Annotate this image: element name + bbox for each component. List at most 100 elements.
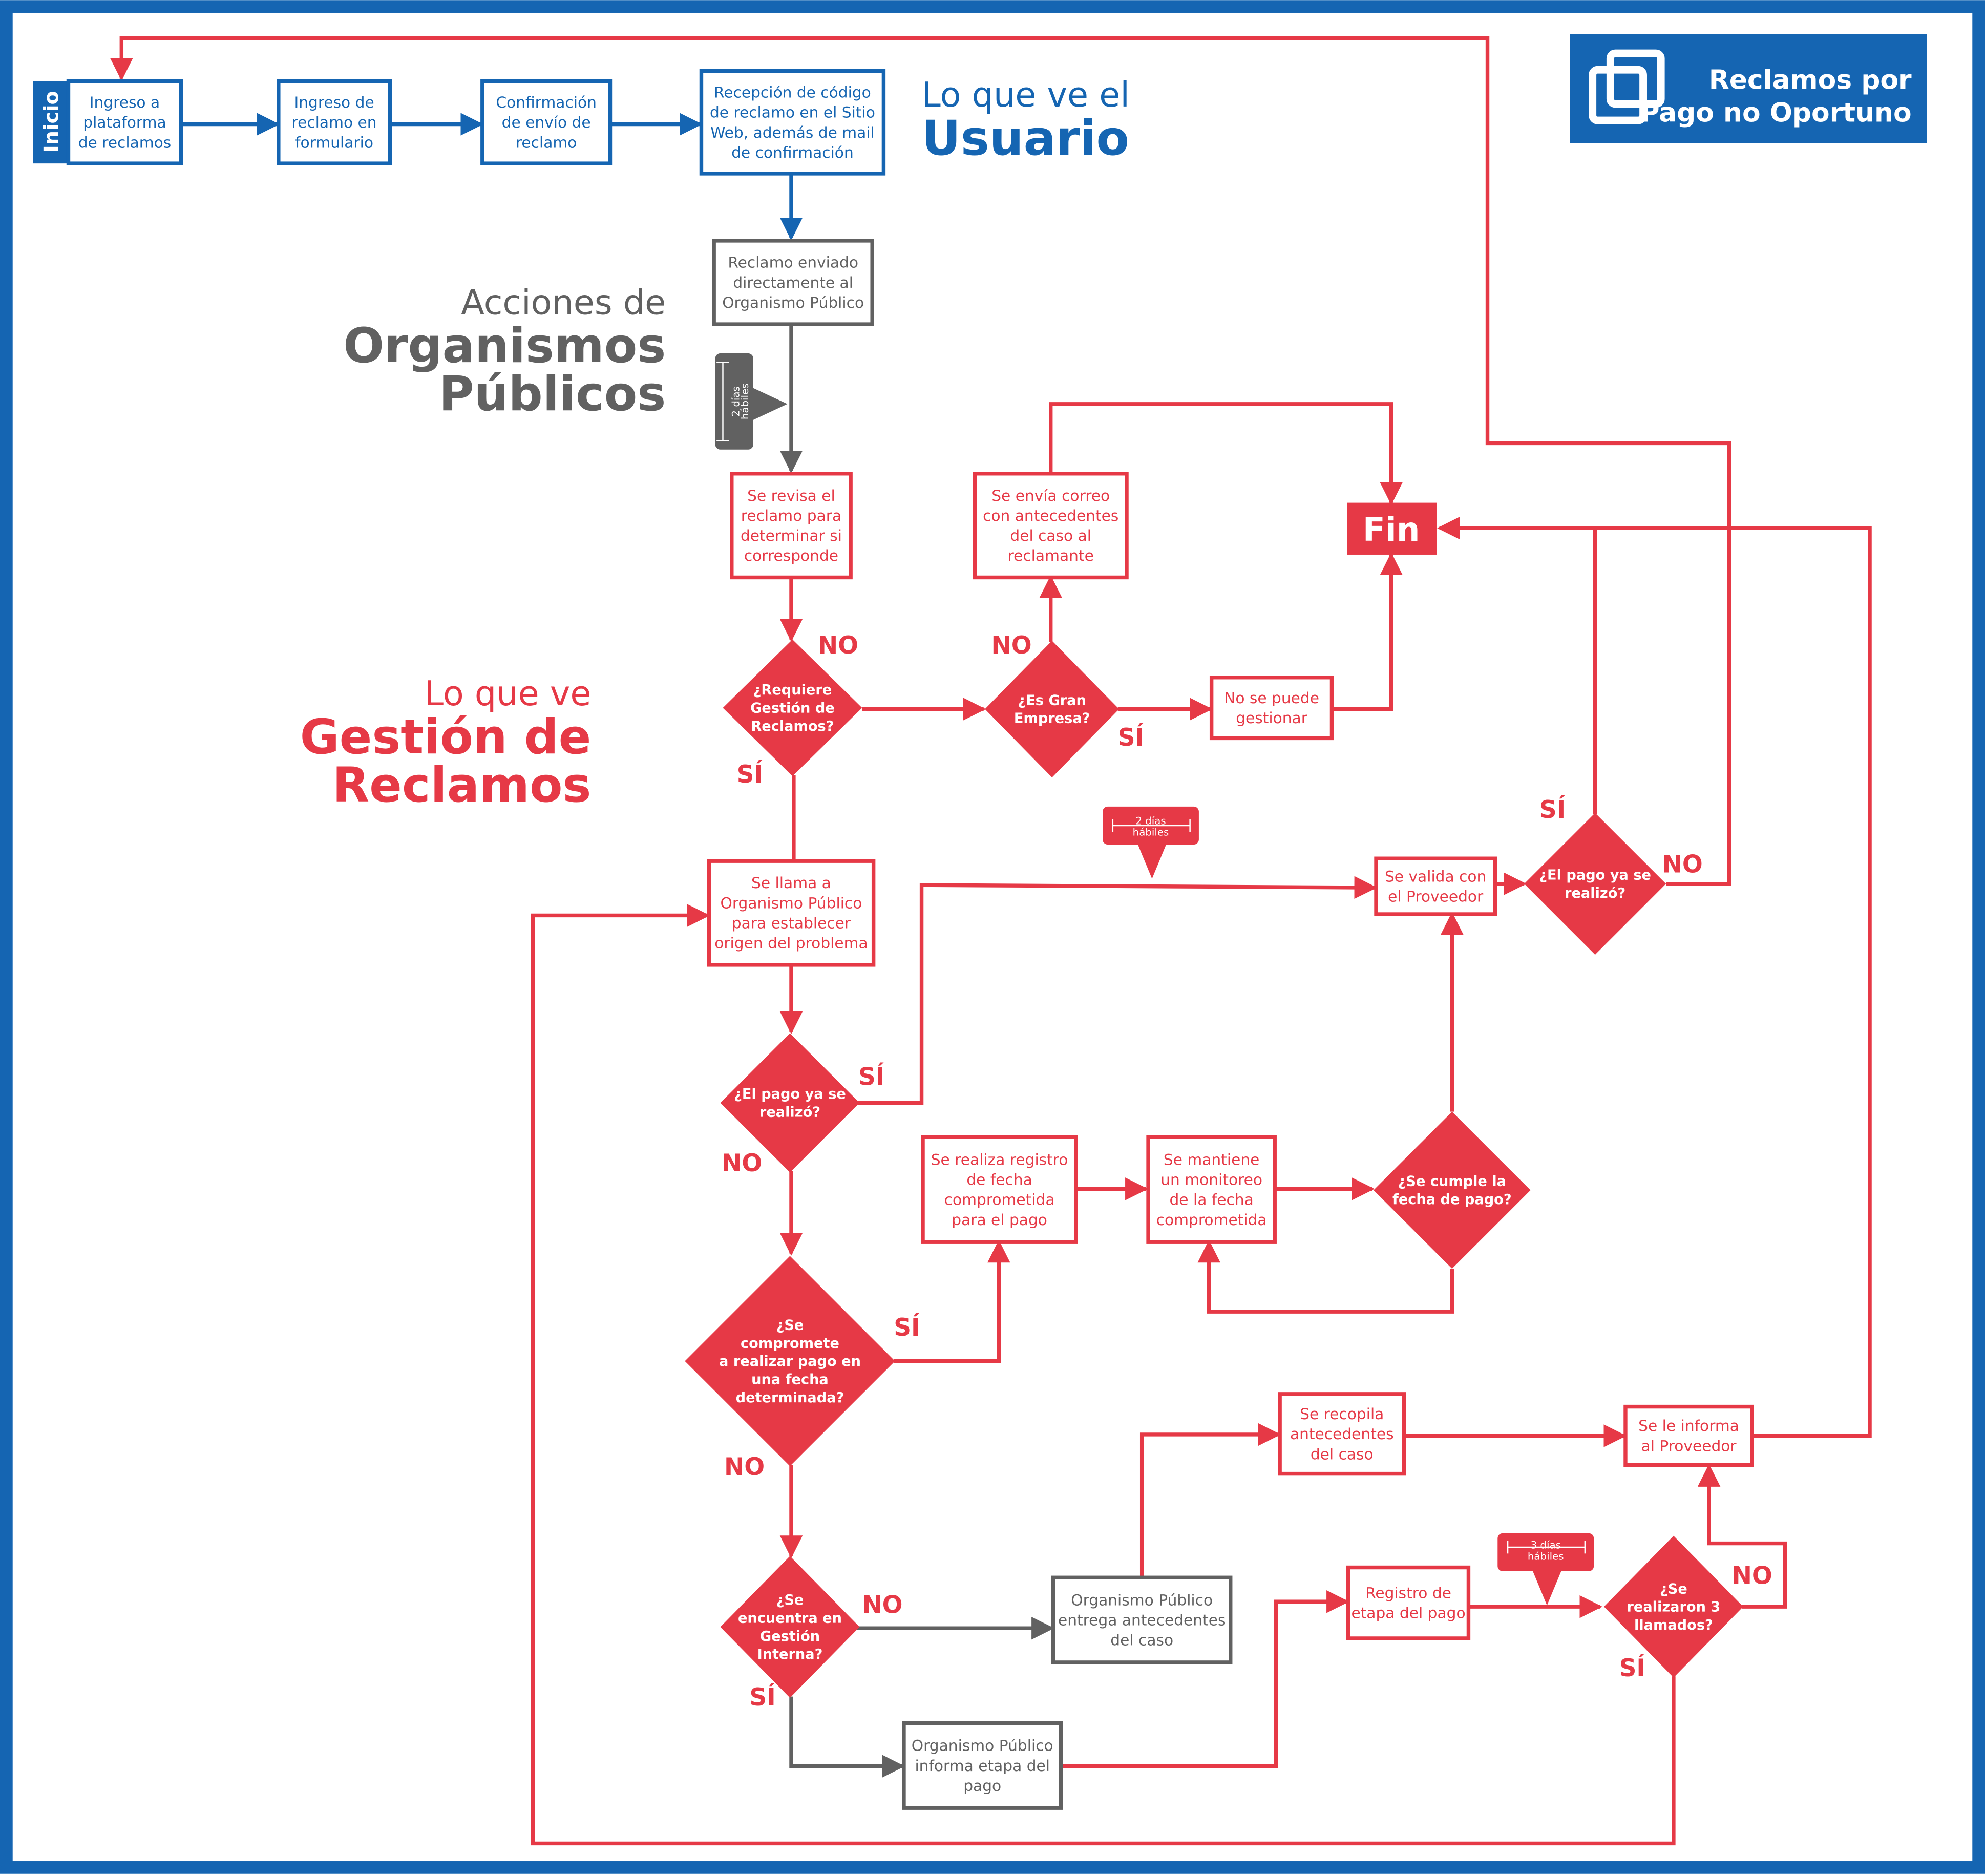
timer-2-line2: hábiles: [1528, 1551, 1564, 1563]
organismo-reclamo-enviado-line-2: directamente al: [733, 273, 853, 291]
heading-organismos-big2: Públicos: [439, 366, 666, 422]
fin-terminal: Fin: [1347, 502, 1437, 555]
organismo-entrega-antecedentes-line-1: Organismo Público: [1071, 1591, 1213, 1609]
answer-si-interna: SÍ: [749, 1683, 775, 1712]
legend-box: Reclamos por Pago no Oportuno: [1570, 34, 1927, 143]
usuario-step-ingreso-plataforma-line-1: Ingreso a: [90, 93, 160, 111]
timer-horizontal-1: 2 días hábiles: [1103, 806, 1199, 879]
organismo-informa-etapa-line-1: Organismo Público: [912, 1737, 1053, 1755]
decision-tres-llamados-line-1: ¿Se: [1660, 1581, 1687, 1597]
decision-pago-realizado-2-line-1: ¿El pago ya se: [1539, 868, 1651, 883]
decision-pago-realizado-1-line-2: realizó?: [759, 1105, 820, 1121]
decision-gran-empresa-line-2: Empresa?: [1014, 711, 1090, 727]
decision-gestion-interna-line-3: Gestión: [760, 1629, 820, 1645]
organismo-entrega-antecedentes-line-2: entrega antecedentes: [1058, 1611, 1226, 1629]
gestion-registro-etapa-line-2: etapa del pago: [1351, 1604, 1465, 1622]
gestion-monitoreo-fecha-line-4: comprometida: [1156, 1211, 1267, 1229]
answer-no-pago-1: NO: [722, 1149, 762, 1177]
answer-si-compromete: SÍ: [894, 1314, 920, 1342]
decision-tres-llamados-line-2: realizaron 3: [1627, 1599, 1720, 1615]
timer-vertical: 2 días hábiles: [715, 353, 788, 450]
decision-gestion-interna-line-2: encuentra en: [738, 1611, 842, 1627]
decision-compromete-fecha-line-1: ¿Se: [776, 1317, 804, 1333]
decision-pago-realizado-1-line-1: ¿El pago ya se: [734, 1086, 846, 1102]
gestion-valida-proveedor-line-1: Se valida con: [1385, 867, 1486, 885]
gestion-recopila-antecedentes-line-2: antecedentes: [1290, 1425, 1394, 1443]
fin-label: Fin: [1363, 511, 1420, 549]
gestion-monitoreo-fecha-line-1: Se mantiene: [1164, 1150, 1260, 1168]
timer-1-line2: hábiles: [1133, 827, 1169, 838]
connectors: [110, 36, 1872, 1846]
decision-gestion-interna-line-4: Interna?: [757, 1647, 823, 1662]
usuario-step-recepcion-codigo-line-3: Web, además de mail: [710, 123, 875, 141]
timer-2-line1: 3 días: [1531, 1539, 1561, 1551]
gestion-no-se-puede-gestionar-line-2: gestionar: [1236, 709, 1308, 727]
gestion-valida-proveedor-line-2: el Proveedor: [1388, 888, 1484, 905]
heading-organismos-small: Acciones de: [461, 282, 666, 322]
gestion-informa-proveedor-line-2: al Proveedor: [1641, 1437, 1737, 1455]
gestion-valida-proveedor: Se valida con el Proveedor: [1374, 856, 1497, 916]
usuario-step-ingreso-plataforma-line-3: de reclamos: [78, 133, 172, 151]
gestion-revisa-reclamo-line-3: determinar si: [741, 526, 842, 544]
decision-compromete-fecha-line-3: a realizar pago en: [719, 1354, 861, 1369]
heading-usuario-small: Lo que ve el: [922, 75, 1130, 115]
heading-gestion-big1: Gestión de: [300, 709, 592, 765]
inicio-block: Inicio: [33, 81, 69, 164]
organismo-informa-etapa-line-2: informa etapa del: [915, 1757, 1050, 1775]
heading-organismos-big1: Organismos: [343, 318, 666, 374]
organismo-informa-etapa-line-3: pago: [963, 1777, 1001, 1795]
gestion-envia-correo-line-3: del caso al: [1010, 526, 1091, 544]
usuario-step-confirmacion-line-2: de envío de: [502, 113, 591, 131]
decision-cumple-fecha-line-2: fecha de pago?: [1392, 1192, 1512, 1208]
usuario-step-confirmacion-line-3: reclamo: [516, 133, 577, 151]
decision-requiere-gestion-line-3: Reclamos?: [751, 719, 834, 734]
gestion-registro-fecha-line-4: para el pago: [952, 1211, 1047, 1229]
answer-no-interna: NO: [862, 1591, 902, 1619]
gestion-monitoreo-fecha-line-3: de la fecha: [1169, 1191, 1253, 1209]
timer-1-line1: 2 días: [1135, 815, 1166, 827]
answer-no-gran-empresa: NO: [991, 631, 1032, 660]
gestion-recopila-antecedentes-line-3: del caso: [1311, 1445, 1374, 1463]
legend-title-line1: Reclamos por: [1709, 65, 1912, 95]
answer-no-pago-2: NO: [1662, 850, 1703, 878]
timer-vertical-line2: hábiles: [739, 384, 751, 420]
decision-gran-empresa-line-1: ¿Es Gran: [1018, 692, 1086, 708]
answer-si-gran-empresa: SÍ: [1118, 724, 1144, 752]
decision-requiere-gestion-line-1: ¿Requiere: [753, 682, 832, 698]
organismo-informa-etapa: Organismo Público informa etapa del pago: [902, 1721, 1063, 1810]
legend-title-line2: Pago no Oportuno: [1640, 98, 1911, 129]
timer-vertical-line1: 2 días: [730, 386, 742, 416]
gestion-registro-fecha-line-1: Se realiza registro: [931, 1150, 1068, 1168]
usuario-step-recepcion-codigo-line-1: Recepción de código: [714, 83, 871, 101]
decision-compromete-fecha-line-4: una fecha: [751, 1372, 829, 1387]
heading-gestion-small: Lo que ve: [425, 673, 592, 713]
heading-usuario-big: Usuario: [922, 111, 1129, 166]
gestion-llama-organismo-line-1: Se llama a: [751, 874, 831, 892]
timer-horizontal-2: 3 días hábiles: [1497, 1533, 1594, 1606]
two-overlapping-squares-icon: [1589, 49, 1665, 124]
gestion-envia-correo-line-1: Se envía correo: [991, 487, 1110, 504]
answer-no-requiere: NO: [818, 631, 858, 660]
gestion-registro-fecha-line-3: comprometida: [944, 1191, 1055, 1209]
heading-gestion-big2: Reclamos: [332, 757, 592, 813]
decision-tres-llamados-line-3: llamados?: [1634, 1617, 1713, 1633]
